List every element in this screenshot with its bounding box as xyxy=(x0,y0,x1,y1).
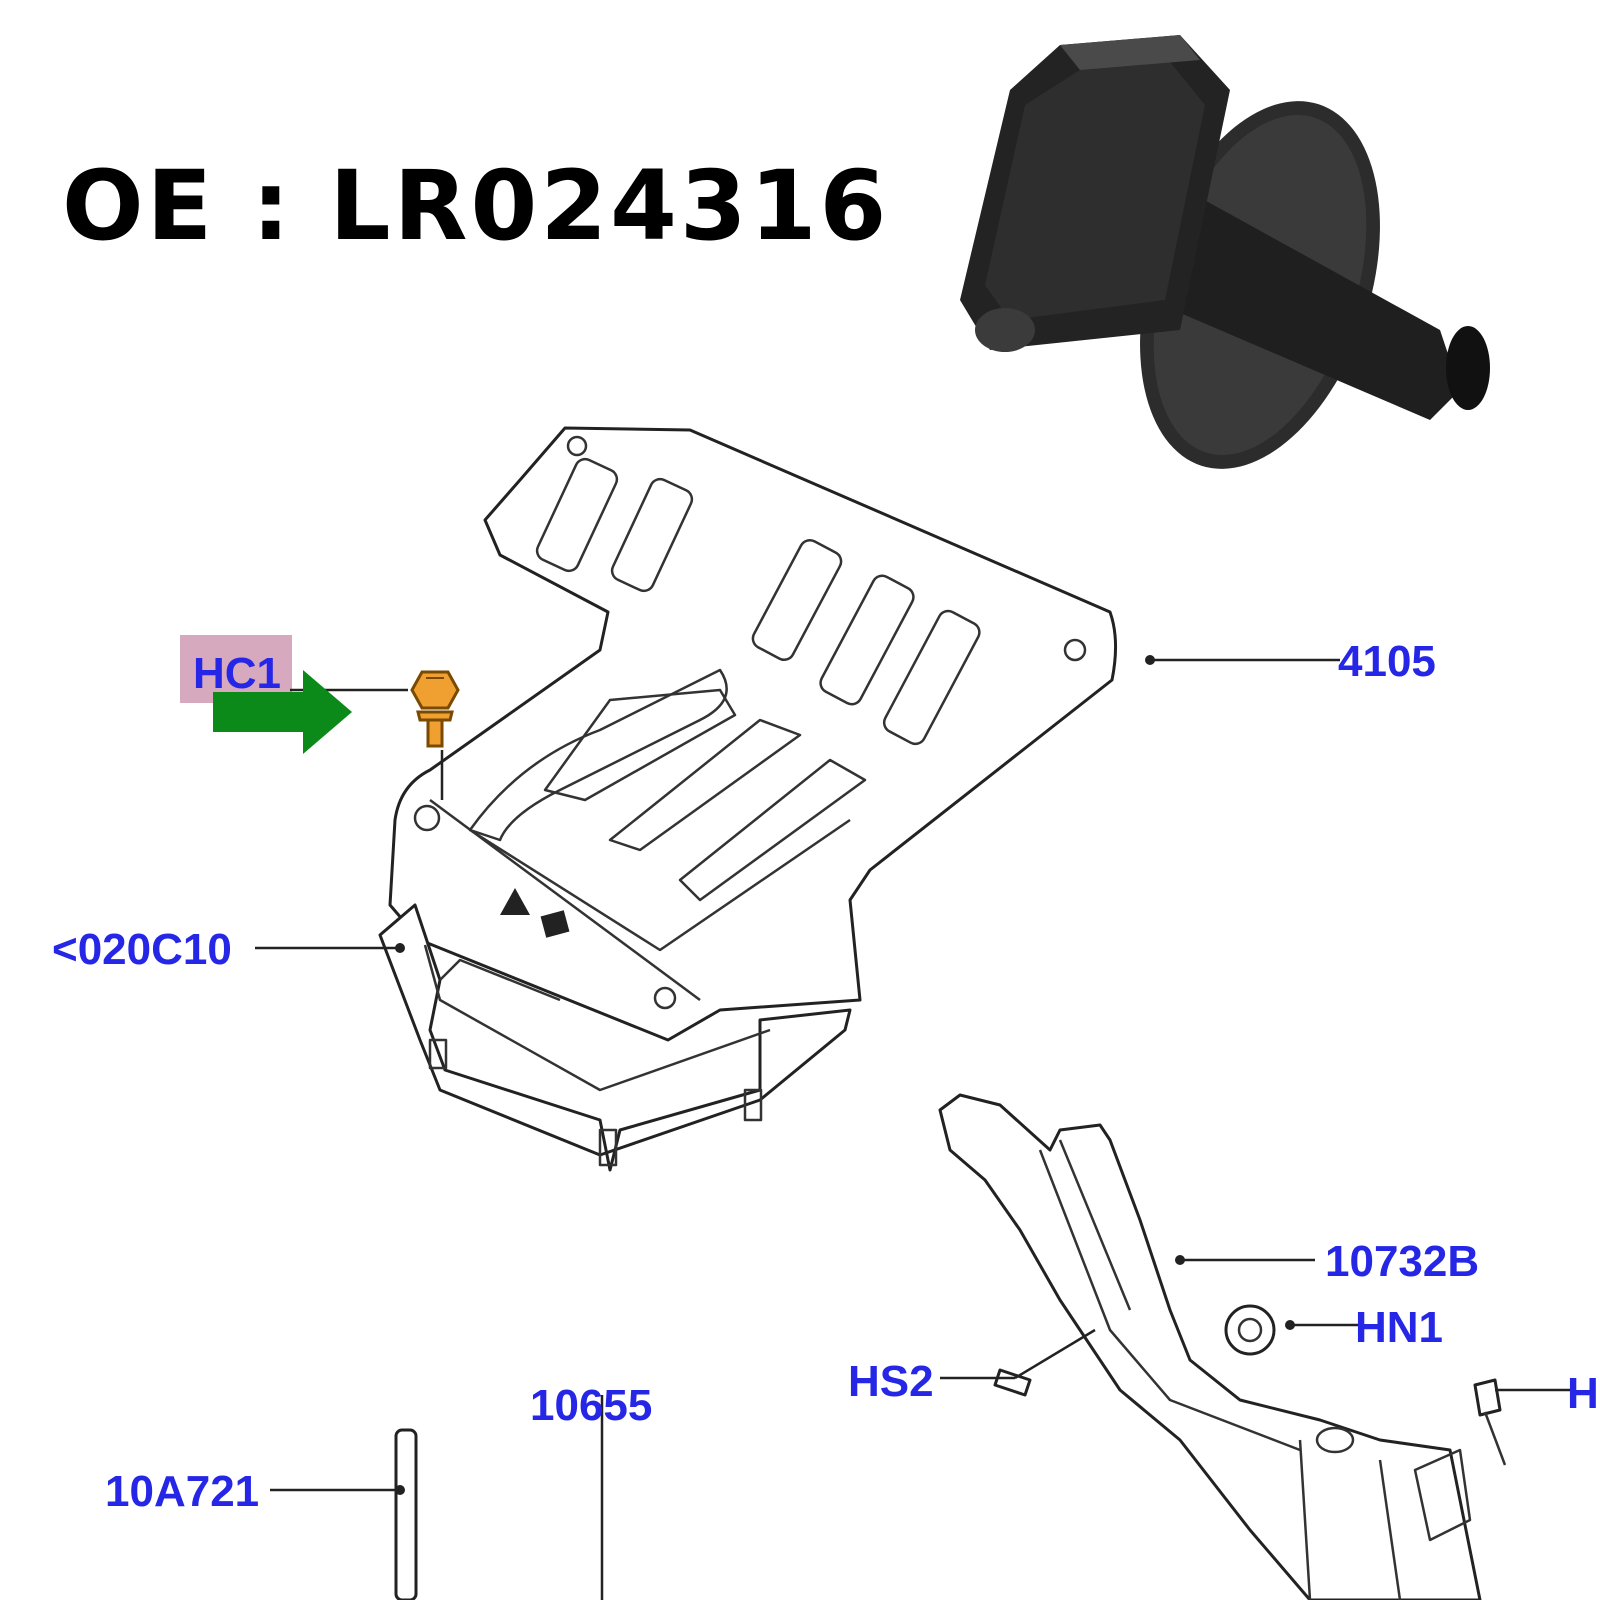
callout-4105: 4105 xyxy=(1338,637,1436,686)
arm-bracket-drawing xyxy=(938,1093,1482,1600)
callout-hc1: HC1 xyxy=(193,649,281,698)
callout-10a721: 10A721 xyxy=(105,1467,259,1516)
callout-hs2: HS2 xyxy=(848,1357,934,1406)
callout-hn1: HN1 xyxy=(1355,1303,1443,1352)
nut-hn1-icon xyxy=(1224,1304,1276,1356)
bracket-drawing xyxy=(378,903,852,1172)
label-highlight xyxy=(180,635,292,703)
push-clip-photo xyxy=(940,20,1500,500)
right-arrow-icon xyxy=(213,670,352,754)
rod-drawing xyxy=(394,1395,604,1600)
screw-h-icon xyxy=(1473,1378,1507,1466)
shield-plate-drawing xyxy=(388,426,1118,1042)
callout-h: H xyxy=(1567,1369,1599,1418)
screw-hs2-icon xyxy=(993,1368,1032,1397)
callout-020c10: <020C10 xyxy=(52,925,232,974)
callout-10732b: 10732B xyxy=(1325,1237,1479,1286)
callout-10655: 10655 xyxy=(530,1381,652,1430)
part-number-title: OE : LR024316 xyxy=(62,150,890,262)
push-clip-icon xyxy=(410,670,460,748)
